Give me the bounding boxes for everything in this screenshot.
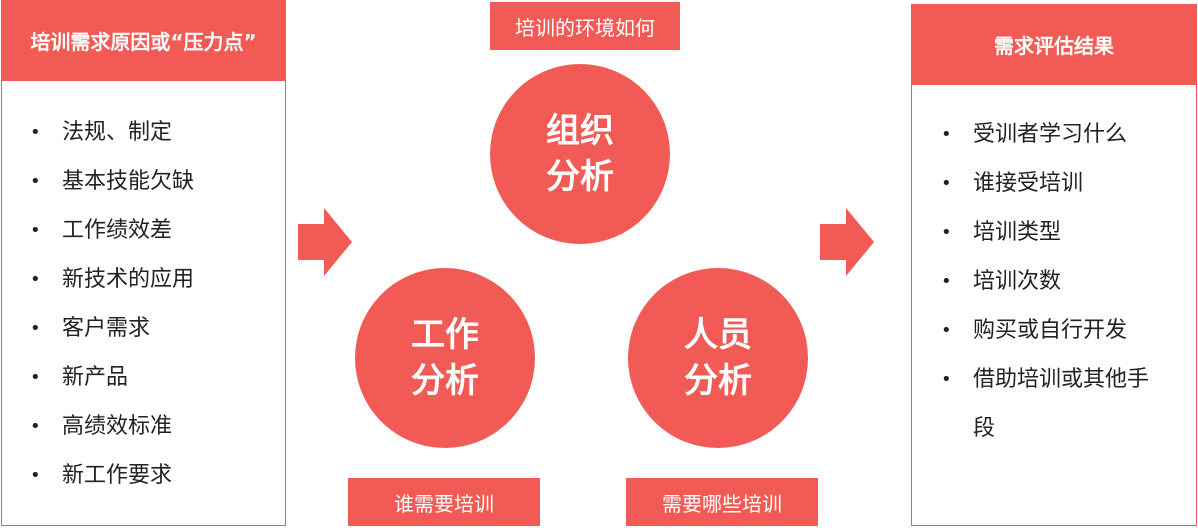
bullet-icon: • bbox=[30, 367, 41, 388]
list-item: • 购买或自行开发 bbox=[941, 306, 1149, 355]
list-item: • 新技术的应用 bbox=[30, 255, 194, 304]
bullet-icon: • bbox=[30, 318, 41, 339]
left-panel-list: • 法规、制定 • 基本技能欠缺 • 工作绩效差 • 新技术的应用 • 客户需求 • 新产品… bbox=[30, 108, 194, 500]
list-item: • 受训者学习什么 bbox=[941, 110, 1149, 159]
list-item-label: 培训类型 bbox=[973, 220, 1062, 245]
bullet-icon: • bbox=[30, 465, 41, 486]
list-item: • 培训类型 bbox=[941, 208, 1149, 257]
circle-line-1: 组织 bbox=[546, 111, 614, 151]
list-item-label: 借助培训或其他手 bbox=[973, 367, 1150, 392]
circle-line-2: 分析 bbox=[411, 361, 479, 401]
bullet-icon: • bbox=[30, 269, 41, 290]
list-item-continuation: 段 bbox=[941, 404, 1149, 453]
circle-line-2: 分析 bbox=[546, 157, 614, 197]
work-analysis-circle: 工作 分析 bbox=[355, 268, 535, 448]
bullet-icon: • bbox=[941, 369, 952, 390]
list-item-label: 新技术的应用 bbox=[62, 267, 195, 292]
circle-line-1: 人员 bbox=[684, 315, 752, 355]
list-item-label: 工作绩效差 bbox=[62, 218, 173, 243]
bullet-icon: • bbox=[30, 171, 41, 192]
list-item-label: 新产品 bbox=[62, 365, 129, 390]
list-item: • 借助培训或其他手 bbox=[941, 355, 1149, 404]
circle-line-1: 工作 bbox=[411, 315, 479, 355]
list-item: • 新工作要求 bbox=[30, 451, 194, 500]
list-item: • 培训次数 bbox=[941, 257, 1149, 306]
list-item-label: 高绩效标准 bbox=[62, 414, 173, 439]
bullet-icon: • bbox=[30, 416, 41, 437]
list-item-label: 客户需求 bbox=[62, 316, 151, 341]
bottom-left-label: 谁需要培训 bbox=[348, 478, 540, 526]
circle-line-2: 分析 bbox=[684, 361, 752, 401]
list-item-label: 培训次数 bbox=[973, 269, 1062, 294]
bullet-icon: • bbox=[941, 222, 952, 243]
list-item: • 客户需求 bbox=[30, 304, 194, 353]
bullet-icon: • bbox=[30, 220, 41, 241]
list-item: • 基本技能欠缺 bbox=[30, 157, 194, 206]
arrow-right-icon bbox=[298, 208, 352, 276]
list-item: • 法规、制定 bbox=[30, 108, 194, 157]
list-item: • 新产品 bbox=[30, 353, 194, 402]
list-item-label: 购买或自行开发 bbox=[973, 318, 1128, 343]
bullet-icon: • bbox=[30, 122, 41, 143]
arrow-right-icon bbox=[820, 208, 874, 276]
right-panel-list: • 受训者学习什么 • 谁接受培训 • 培训类型 • 培训次数 • 购买或自行开发 • 借助… bbox=[941, 110, 1149, 453]
list-item-label: 新工作要求 bbox=[62, 463, 173, 488]
right-panel bbox=[911, 84, 1197, 526]
bullet-icon: • bbox=[941, 271, 952, 292]
bullet-icon: • bbox=[941, 173, 952, 194]
list-item-label: 法规、制定 bbox=[62, 120, 173, 145]
left-panel-title: 培训需求原因或“压力点” bbox=[1, 0, 286, 80]
list-item-label: 受训者学习什么 bbox=[973, 122, 1128, 147]
list-item-label: 基本技能欠缺 bbox=[62, 169, 195, 194]
right-panel-title: 需求评估结果 bbox=[911, 4, 1197, 84]
list-item-label: 谁接受培训 bbox=[973, 171, 1084, 196]
list-item: • 谁接受培训 bbox=[941, 159, 1149, 208]
org-analysis-circle: 组织 分析 bbox=[490, 64, 670, 244]
list-item-label: 段 bbox=[973, 416, 996, 441]
list-item: • 高绩效标准 bbox=[30, 402, 194, 451]
people-analysis-circle: 人员 分析 bbox=[628, 268, 808, 448]
bullet-icon: • bbox=[941, 124, 952, 145]
list-item: • 工作绩效差 bbox=[30, 206, 194, 255]
left-panel bbox=[1, 80, 286, 526]
bottom-right-label: 需要哪些培训 bbox=[626, 478, 818, 526]
top-label: 培训的环境如何 bbox=[490, 2, 680, 50]
bullet-icon: • bbox=[941, 320, 952, 341]
